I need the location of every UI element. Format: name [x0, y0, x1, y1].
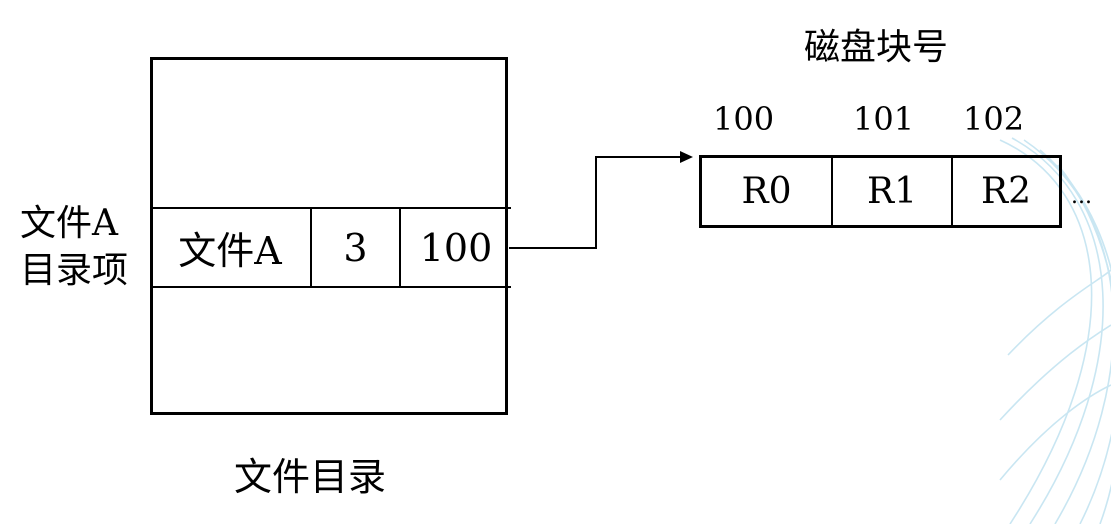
disk-block-row: R0 R1 R2 — [699, 155, 1062, 228]
entry-length-cell: 3 — [312, 209, 401, 286]
entry-length: 3 — [343, 225, 368, 270]
disk-block-r1: R1 — [833, 158, 953, 225]
disk-block-title: 磁盘块号 — [804, 27, 949, 68]
entry-name-cell: 文件A — [150, 209, 312, 286]
blocks-ellipsis: ... — [1071, 184, 1092, 209]
block-number-102: 102 — [963, 100, 1025, 138]
block-number-100: 100 — [713, 100, 775, 138]
entry-start-block-cell: 100 — [401, 209, 511, 286]
disk-block-r0-label: R0 — [741, 171, 792, 212]
entry-side-label-line2: 目录项 — [20, 250, 129, 291]
directory-caption: 文件目录 — [234, 455, 387, 499]
disk-block-r0: R0 — [702, 158, 833, 225]
entry-name: 文件A — [178, 229, 282, 273]
block-number-101: 101 — [853, 100, 915, 138]
entry-side-label-line1: 文件A — [20, 203, 118, 244]
pointer-arrow — [509, 151, 693, 249]
directory-entry-row: 文件A 3 100 — [150, 207, 511, 288]
disk-block-r2: R2 — [953, 158, 1059, 225]
entry-start-block: 100 — [419, 225, 493, 270]
disk-block-r2-label: R2 — [980, 171, 1031, 212]
disk-block-r1-label: R1 — [866, 171, 917, 212]
decorative-arcs — [999, 137, 1111, 524]
file-directory-box — [150, 57, 508, 415]
